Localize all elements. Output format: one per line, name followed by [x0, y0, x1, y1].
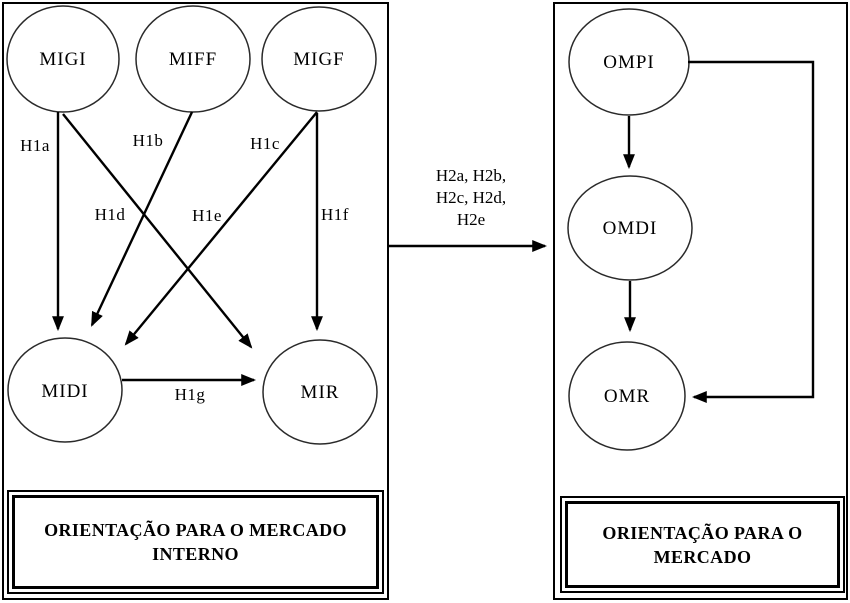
label-h1e: H1e: [192, 206, 222, 225]
arrow-miff-to-midi: [90, 111, 194, 327]
node-migf-circle: [261, 6, 377, 112]
node-omr-label: OMR: [603, 386, 651, 407]
label-h2-line3: H2e: [456, 210, 486, 229]
node-ompi-label: OMPI: [603, 52, 655, 73]
label-h1g: H1g: [174, 385, 206, 404]
label-h1f: H1f: [321, 205, 349, 224]
market-orientation-panel: [553, 2, 848, 600]
caption-left-line2: INTERNO: [152, 544, 239, 564]
label-h1a: H1a: [20, 136, 50, 155]
internal-market-orientation-caption: ORIENTAÇÃO PARA O MERCADO INTERNO: [12, 495, 379, 589]
internal-market-orientation-panel: [2, 2, 389, 600]
caption-right-line2: MERCADO: [653, 546, 752, 567]
arrow-migi-to-mir: [62, 113, 253, 349]
node-migi-label: MIGI: [39, 49, 87, 70]
label-h2-line1: H2a, H2b,: [435, 166, 507, 185]
caption-right-line1: ORIENTAÇÃO PARA O: [602, 522, 803, 543]
node-migf-label: MIGF: [293, 49, 345, 70]
node-miff-circle: [135, 5, 251, 113]
node-omdi-circle: [567, 175, 693, 281]
market-orientation-caption-box: ORIENTAÇÃO PARA O MERCADO: [560, 496, 845, 593]
label-h2-group: H2a, H2b, H2c, H2d, H2e: [436, 165, 506, 231]
arrow-ompi-to-omr-feedback: [688, 60, 815, 403]
node-miff-label: MIFF: [168, 49, 218, 70]
node-migi-circle: [6, 5, 120, 113]
arrow-migf-to-midi: [124, 111, 318, 346]
caption-left-line1: ORIENTAÇÃO PARA O MERCADO: [44, 520, 347, 540]
label-h2-line2: H2c, H2d,: [435, 188, 507, 207]
internal-market-orientation-caption-box: ORIENTAÇÃO PARA O MERCADO INTERNO: [7, 490, 384, 594]
node-omdi-label: OMDI: [602, 218, 658, 239]
node-mir-label: MIR: [300, 382, 340, 403]
node-mir-circle: [262, 339, 378, 445]
label-h1d: H1d: [94, 205, 126, 224]
label-h1b: H1b: [132, 131, 164, 150]
node-midi-label: MIDI: [41, 381, 89, 402]
node-omr-circle: [568, 341, 686, 451]
market-orientation-caption: ORIENTAÇÃO PARA O MERCADO: [565, 501, 840, 588]
node-midi-circle: [7, 337, 123, 443]
label-h1c: H1c: [250, 134, 280, 153]
